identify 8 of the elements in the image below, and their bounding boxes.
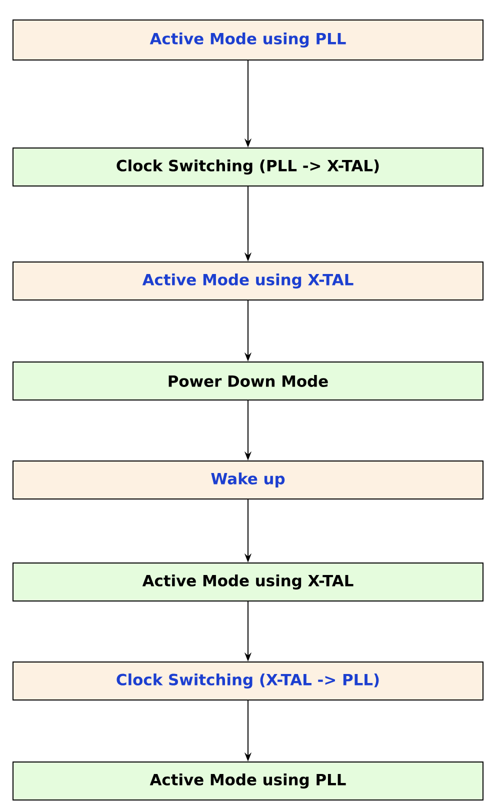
process-box: Active Mode using X-TAL (12, 562, 484, 602)
process-box: Active Mode using PLL (12, 762, 484, 800)
process-box: Active Mode using X-TAL (12, 262, 484, 300)
process-box: Clock Switching (X-TAL -> PLL) (12, 662, 484, 700)
process-box: Power Down Mode (12, 362, 484, 400)
process-box: Clock Switching (PLL -> X-TAL) (12, 148, 484, 186)
process-box: Wake up (12, 460, 484, 500)
process-box: Active Mode using PLL (12, 20, 484, 60)
